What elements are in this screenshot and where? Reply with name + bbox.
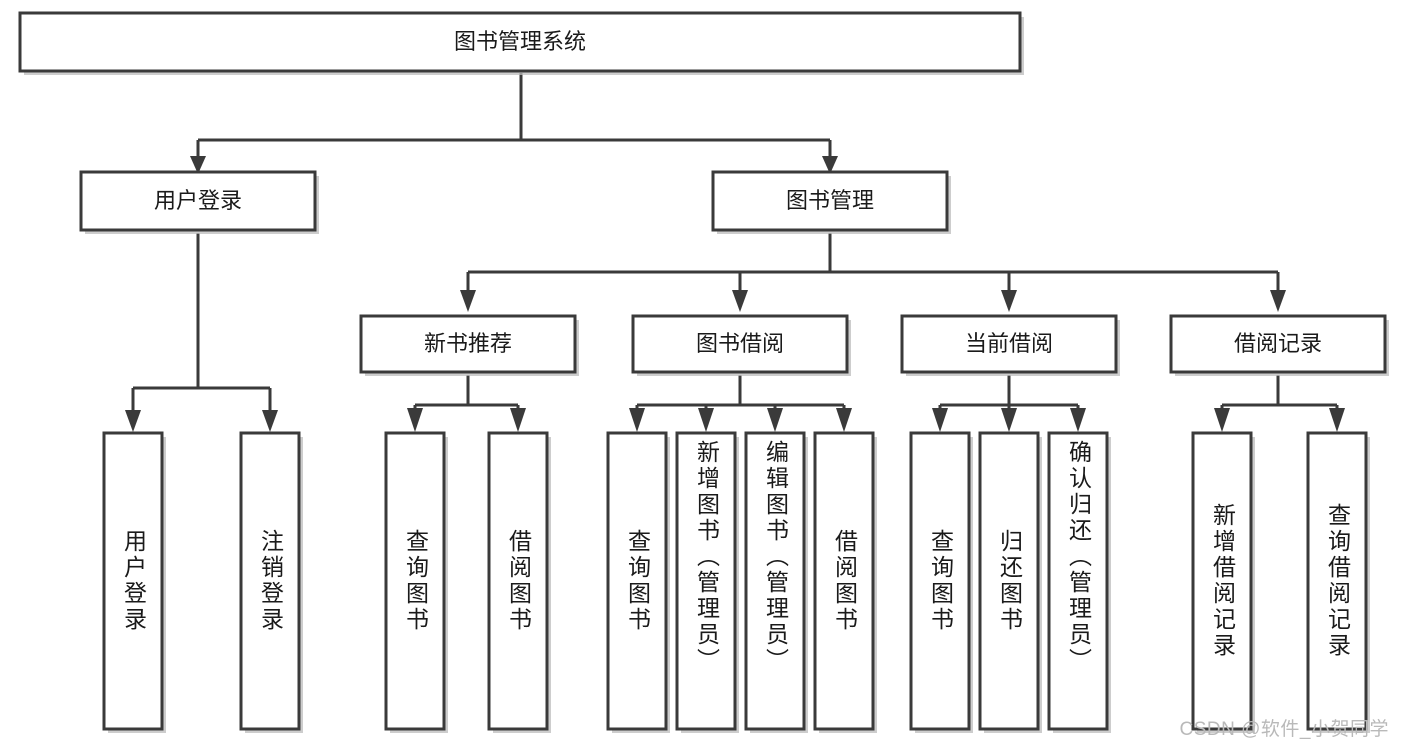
leaf-borrow-book-2[interactable] [813, 431, 877, 733]
node-br-rect [1169, 314, 1387, 374]
node-nbr-label: 新书推荐 [424, 331, 512, 356]
connector-group [125, 73, 1345, 432]
arrow-bm-to-cb [1001, 290, 1017, 312]
leaf-logout[interactable] [239, 431, 303, 733]
node-new-book-recommend[interactable]: 新书推荐 [359, 314, 579, 376]
node-borrow-record[interactable]: 借阅记录 [1169, 314, 1389, 376]
leaf-add-record[interactable] [1191, 431, 1255, 733]
arrow-ul-leaf-2 [262, 410, 278, 432]
leaf-bb1-rect [487, 431, 549, 731]
leaf-qb2-rect [606, 431, 668, 731]
node-book-manage-rect [711, 170, 949, 232]
leaf-return-book[interactable] [978, 431, 1042, 733]
arrow-nbr-leaf-2 [510, 408, 526, 432]
arrow-br-leaf-1 [1214, 408, 1230, 432]
node-cb-rect [900, 314, 1118, 374]
leaf-user-login-rect [102, 431, 164, 731]
node-root[interactable]: 图书管理系统 [18, 11, 1024, 75]
leaf-query-record[interactable] [1306, 431, 1370, 733]
leaf-qr-rect [1306, 431, 1368, 731]
arrow-nbr-leaf-1 [407, 408, 423, 432]
leaf-qb1-rect [384, 431, 446, 731]
leaf-bb2-rect [813, 431, 875, 731]
node-nbr-rect [359, 314, 577, 374]
node-current-borrow[interactable]: 当前借阅 [900, 314, 1120, 376]
arrow-bb-leaf-4 [836, 408, 852, 432]
node-user-login-label: 用户登录 [154, 188, 242, 213]
leaf-confirm-return[interactable] [1047, 431, 1111, 733]
arrow-cb-leaf-1 [932, 408, 948, 432]
arrow-cb-leaf-3 [1070, 408, 1086, 432]
arrow-root-to-user-login [190, 156, 206, 174]
arrow-bm-to-br [1270, 290, 1286, 312]
node-root-label: 图书管理系统 [454, 29, 586, 54]
arrow-root-to-book-manage [822, 156, 838, 174]
leaf-edit-book[interactable] [744, 431, 808, 733]
arrow-bm-to-nbr [460, 290, 476, 312]
leaf-query-book-1[interactable] [384, 431, 448, 733]
leaf-qb3-rect [909, 431, 971, 731]
arrow-bb-leaf-3 [767, 408, 783, 432]
node-book-manage-label: 图书管理 [786, 188, 874, 213]
leaf-query-book-3[interactable] [909, 431, 973, 733]
arrow-ul-leaf-1 [125, 410, 141, 432]
csdn-watermark: CSDN @软件_小贺同学 [1179, 719, 1389, 740]
node-bb-label: 图书借阅 [696, 331, 784, 356]
node-br-label: 借阅记录 [1234, 331, 1322, 356]
leaf-add-book[interactable] [675, 431, 739, 733]
node-user-login[interactable]: 用户登录 [79, 170, 319, 234]
leaf-query-book-2[interactable] [606, 431, 670, 733]
leaf-user-login[interactable] [102, 431, 166, 733]
leaf-logout-rect [239, 431, 301, 731]
node-bb-rect [631, 314, 849, 374]
arrow-cb-leaf-2 [1001, 408, 1017, 432]
leaf-rb-rect [978, 431, 1040, 731]
leaf-eb-rect [744, 431, 806, 731]
leaf-ar-rect [1191, 431, 1253, 731]
arrow-bb-leaf-2 [698, 408, 714, 432]
node-book-manage[interactable]: 图书管理 [711, 170, 951, 234]
node-book-borrow[interactable]: 图书借阅 [631, 314, 851, 376]
arrow-bm-to-bb [732, 290, 748, 312]
node-root-rect [18, 11, 1022, 73]
node-cb-label: 当前借阅 [965, 331, 1053, 356]
node-user-login-rect [79, 170, 317, 232]
arrow-br-leaf-2 [1329, 408, 1345, 432]
leaf-cr-rect [1047, 431, 1109, 731]
leaf-borrow-book-1[interactable] [487, 431, 551, 733]
arrow-bb-leaf-1 [629, 408, 645, 432]
leaf-ab-rect [675, 431, 737, 731]
